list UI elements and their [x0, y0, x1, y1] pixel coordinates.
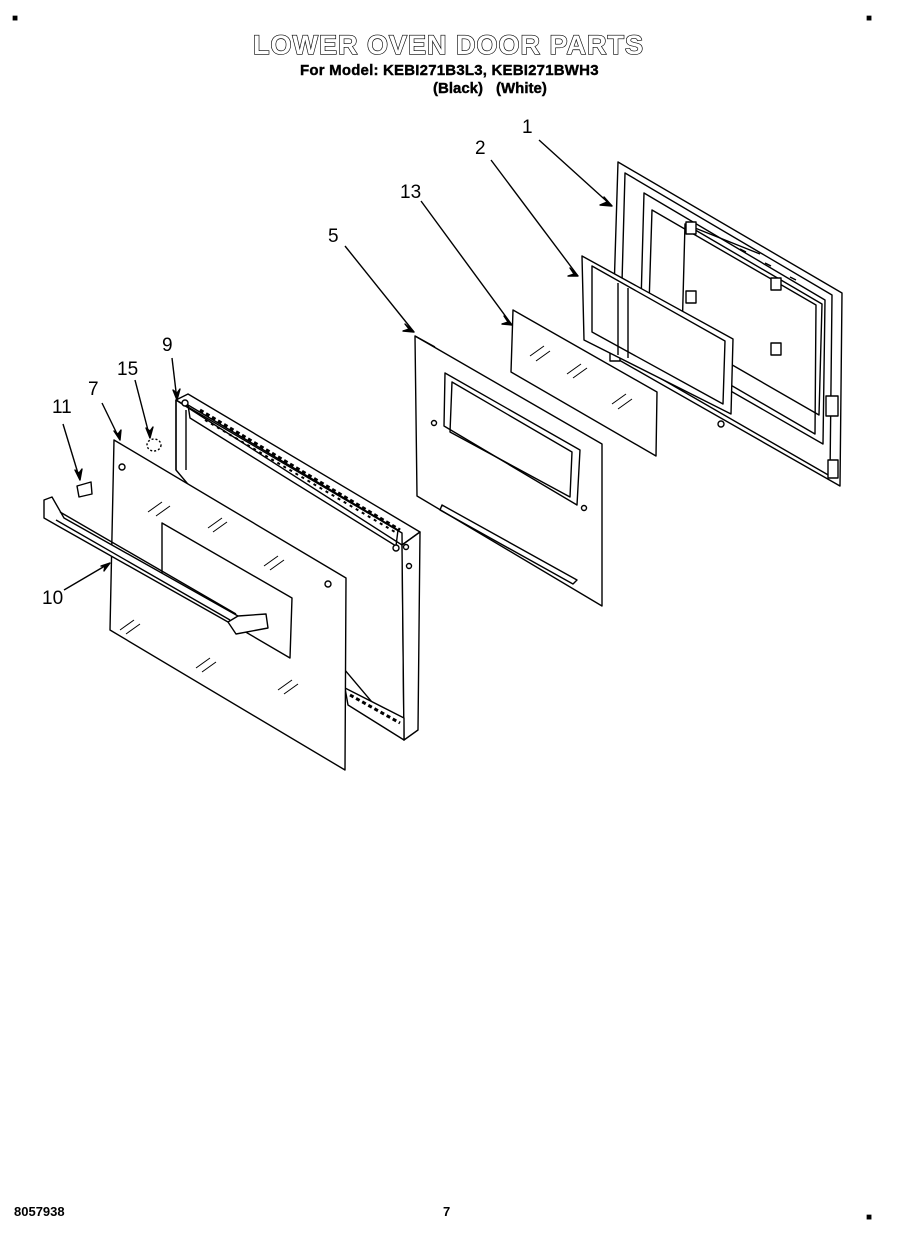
callout-1: 1	[522, 117, 533, 138]
part-10-door-handle	[43, 496, 269, 635]
callout-7: 7	[88, 379, 99, 400]
callout-13: 13	[400, 182, 421, 203]
model-line: For Model: KEBI271B3L3, KEBI271BWH3	[300, 62, 599, 79]
part-11-clip	[76, 481, 93, 498]
corner-mark-top-left: ■	[12, 13, 19, 24]
callout-2: 2	[475, 138, 486, 159]
doc-number: 8057938	[14, 1204, 65, 1219]
callout-leader-lines	[62, 139, 613, 591]
callout-9: 9	[162, 335, 173, 356]
page-title: LOWER OVEN DOOR PARTS	[252, 29, 644, 60]
corner-mark-top-right: ■	[866, 13, 873, 24]
part-13-inner-glass	[510, 309, 658, 457]
part-15-spacer	[146, 438, 162, 452]
part-2-door-gasket	[581, 255, 734, 415]
color-black-label: (Black)	[433, 80, 484, 97]
callout-10: 10	[42, 588, 63, 609]
color-white-label: (White)	[496, 80, 547, 97]
callout-5: 5	[328, 226, 339, 247]
corner-mark-bottom-right: ■	[866, 1212, 873, 1223]
callout-15: 15	[117, 359, 138, 380]
part-5-door-panel	[414, 335, 603, 607]
part-7-outer-glass	[109, 439, 347, 771]
page-number: 7	[443, 1204, 451, 1219]
callout-11: 11	[52, 397, 72, 418]
